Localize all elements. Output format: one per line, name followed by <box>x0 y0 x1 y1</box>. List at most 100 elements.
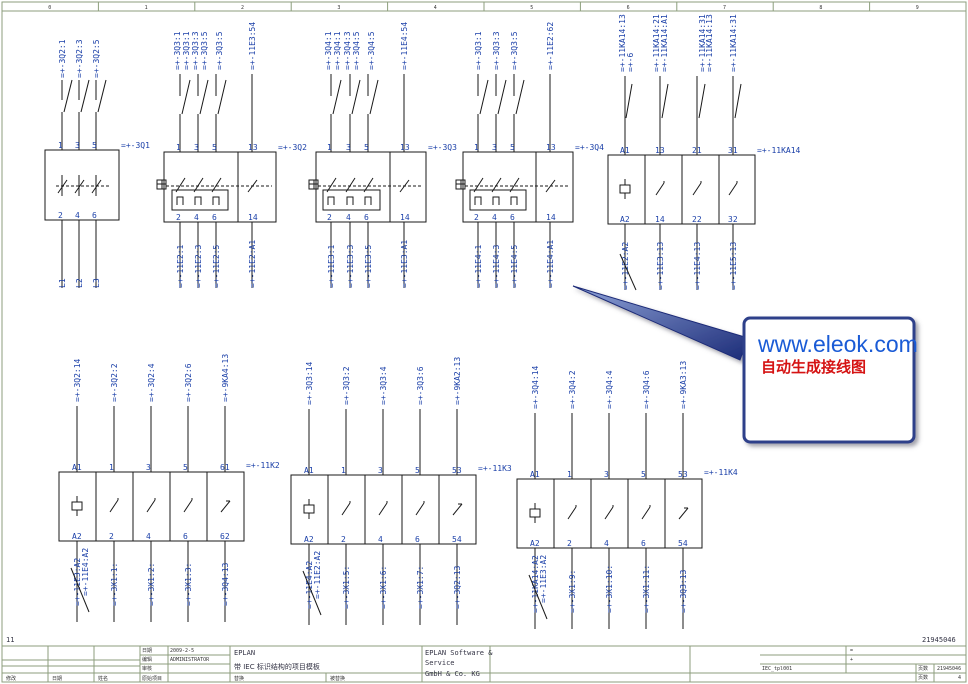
input-label: =+-3Q3:14 <box>305 361 314 405</box>
switch-blade <box>497 79 507 115</box>
callout-pointer <box>572 285 749 361</box>
output-label: =+-11E4:1 <box>474 244 483 288</box>
rev-label-2: 姓名 <box>98 675 108 682</box>
pin-top: 1 <box>567 470 572 479</box>
pin-bottom: 6 <box>641 539 646 548</box>
output-label: =+-3X1:11: <box>642 565 651 613</box>
coil-symbol <box>303 504 315 514</box>
breaker-contact <box>211 177 222 193</box>
input-label: =+-3Q3:1 <box>173 31 182 70</box>
pin-bottom: 14 <box>248 213 258 222</box>
extra-output-label: =+-11E3:A2 <box>539 555 548 603</box>
editor-key: 编辑 <box>142 656 152 663</box>
no-contact-symbol <box>692 182 702 196</box>
title-line2: 带 IEC 标识结构的项目模板 <box>234 662 320 671</box>
output-label: =+-11E3:5 <box>364 244 373 288</box>
output-label: =+-11E3:13 <box>656 242 665 290</box>
no-contact-symbol <box>378 502 388 516</box>
pin-bottom: 2 <box>341 535 346 544</box>
component-tag: =+-11K3 <box>478 464 512 473</box>
date-value: 2009-2-5 <box>170 648 194 654</box>
thermal-element <box>176 196 184 205</box>
switch-blade <box>698 83 706 119</box>
pin-bottom: 4 <box>604 539 609 548</box>
input-label: =+-3Q2:2 <box>110 363 119 402</box>
component-3Q4: =+-3Q3:1=+-3Q3:3=+-3Q3:5=+-11E2:6212=+-1… <box>455 22 604 288</box>
input-label: =+-9KA3:13 <box>679 361 688 409</box>
pin-top: 13 <box>546 143 556 152</box>
pin-bottom: A2 <box>304 535 314 544</box>
sheet-key: 页数 <box>918 674 928 681</box>
thermal-block <box>171 189 229 211</box>
pin-top: A1 <box>530 470 540 479</box>
input-label: =+-3Q3:3 <box>492 31 501 70</box>
pin-bottom: A2 <box>72 532 82 541</box>
input-label: =+-3Q4:1 <box>333 31 342 70</box>
jumper-wire <box>619 253 637 291</box>
input-label: =+-3Q3:3 <box>191 31 200 70</box>
output-label: =+-11E3:A1 <box>400 240 409 288</box>
component-11KA14: =+-11KA14:13=+-6=+-11KA14:21=+-11KA14:A1… <box>607 14 801 291</box>
no-contact-symbol <box>146 499 156 513</box>
pin-bottom: 14 <box>655 215 665 224</box>
contactor-body <box>58 471 245 542</box>
date-key: 日期 <box>142 648 152 654</box>
input-label: =+-3Q4:1 <box>324 31 333 70</box>
column-number: 6 <box>627 5 630 11</box>
replaced-by-key: 被替换 <box>330 675 345 682</box>
input-label: =+-3Q2:14 <box>73 358 82 402</box>
input-label: =+-9KA2:13 <box>453 357 462 405</box>
pin-bottom: A2 <box>530 539 540 548</box>
pin-top: 5 <box>92 141 97 150</box>
component-tag: =+-11KA14 <box>757 146 801 155</box>
rev-label-1: 日期 <box>52 676 62 682</box>
output-label: =+-3X1:1: <box>110 563 119 606</box>
pin-top: 5 <box>364 143 369 152</box>
column-number: 2 <box>241 5 244 11</box>
pin-bottom: 4 <box>346 213 351 222</box>
pin-top: 5 <box>415 466 420 475</box>
output-label: L3 <box>92 278 101 288</box>
rev-label-0: 修改 <box>6 675 16 682</box>
input-label: =+-3Q3:5 <box>510 31 519 70</box>
input-label: =+-11KA14:31 <box>698 14 707 72</box>
no-contact-symbol <box>641 506 651 520</box>
output-label: =+-3X1:5: <box>342 566 351 609</box>
pin-top: 3 <box>604 470 609 479</box>
breaker-contact <box>175 177 186 193</box>
thermal-element <box>346 196 354 205</box>
drawing-id: IEC_tpl001 <box>762 666 792 672</box>
pin-bottom: 4 <box>146 532 151 541</box>
pin-top: A1 <box>72 463 82 472</box>
nc-contact-symbol <box>452 503 463 516</box>
switch-blade <box>625 83 633 119</box>
input-label: =+-3Q4:4 <box>605 370 614 409</box>
pin-top: 1 <box>58 141 63 150</box>
callout-caption: 自动生成接线图 <box>761 358 866 376</box>
input-label: =+-3Q2:1 <box>58 39 67 78</box>
input-label: =+-3Q4:5 <box>352 31 361 70</box>
breaker-contact <box>74 179 85 194</box>
input-label: =+-3Q2:4 <box>147 363 156 402</box>
page-key: 页数 <box>918 665 928 672</box>
footer-left-number: 11 <box>6 636 14 644</box>
input-label: =+-3Q4:3 <box>343 31 352 70</box>
pin-top: 3 <box>194 143 199 152</box>
motor-protector-body <box>163 151 277 223</box>
no-contact-symbol <box>341 502 351 516</box>
column-number: 7 <box>723 5 726 11</box>
motor-protector-body <box>462 151 574 223</box>
no-contact-symbol <box>415 502 425 516</box>
output-label: =+-11E3:A2 <box>73 558 82 606</box>
input-label: =+-11KA14:13 <box>618 14 627 72</box>
column-number: 9 <box>916 5 919 11</box>
bottom-row-components: =+-3Q2:14=+-3Q2:2=+-3Q2:4=+-3Q2:6=+-9KA4… <box>58 354 738 629</box>
pin-top: 5 <box>510 143 515 152</box>
input-label: =+-11KA14:21 <box>652 14 661 72</box>
switch-blade <box>63 79 73 113</box>
component-3Q1: =+-3Q2:1=+-3Q2:3=+-3Q2:512L134L256L3=+-3… <box>44 39 150 288</box>
input-label: =+-11KA14:31 <box>729 14 738 72</box>
nc-contact-symbol <box>678 507 689 520</box>
output-label: =+-3X1:10: <box>605 565 614 613</box>
